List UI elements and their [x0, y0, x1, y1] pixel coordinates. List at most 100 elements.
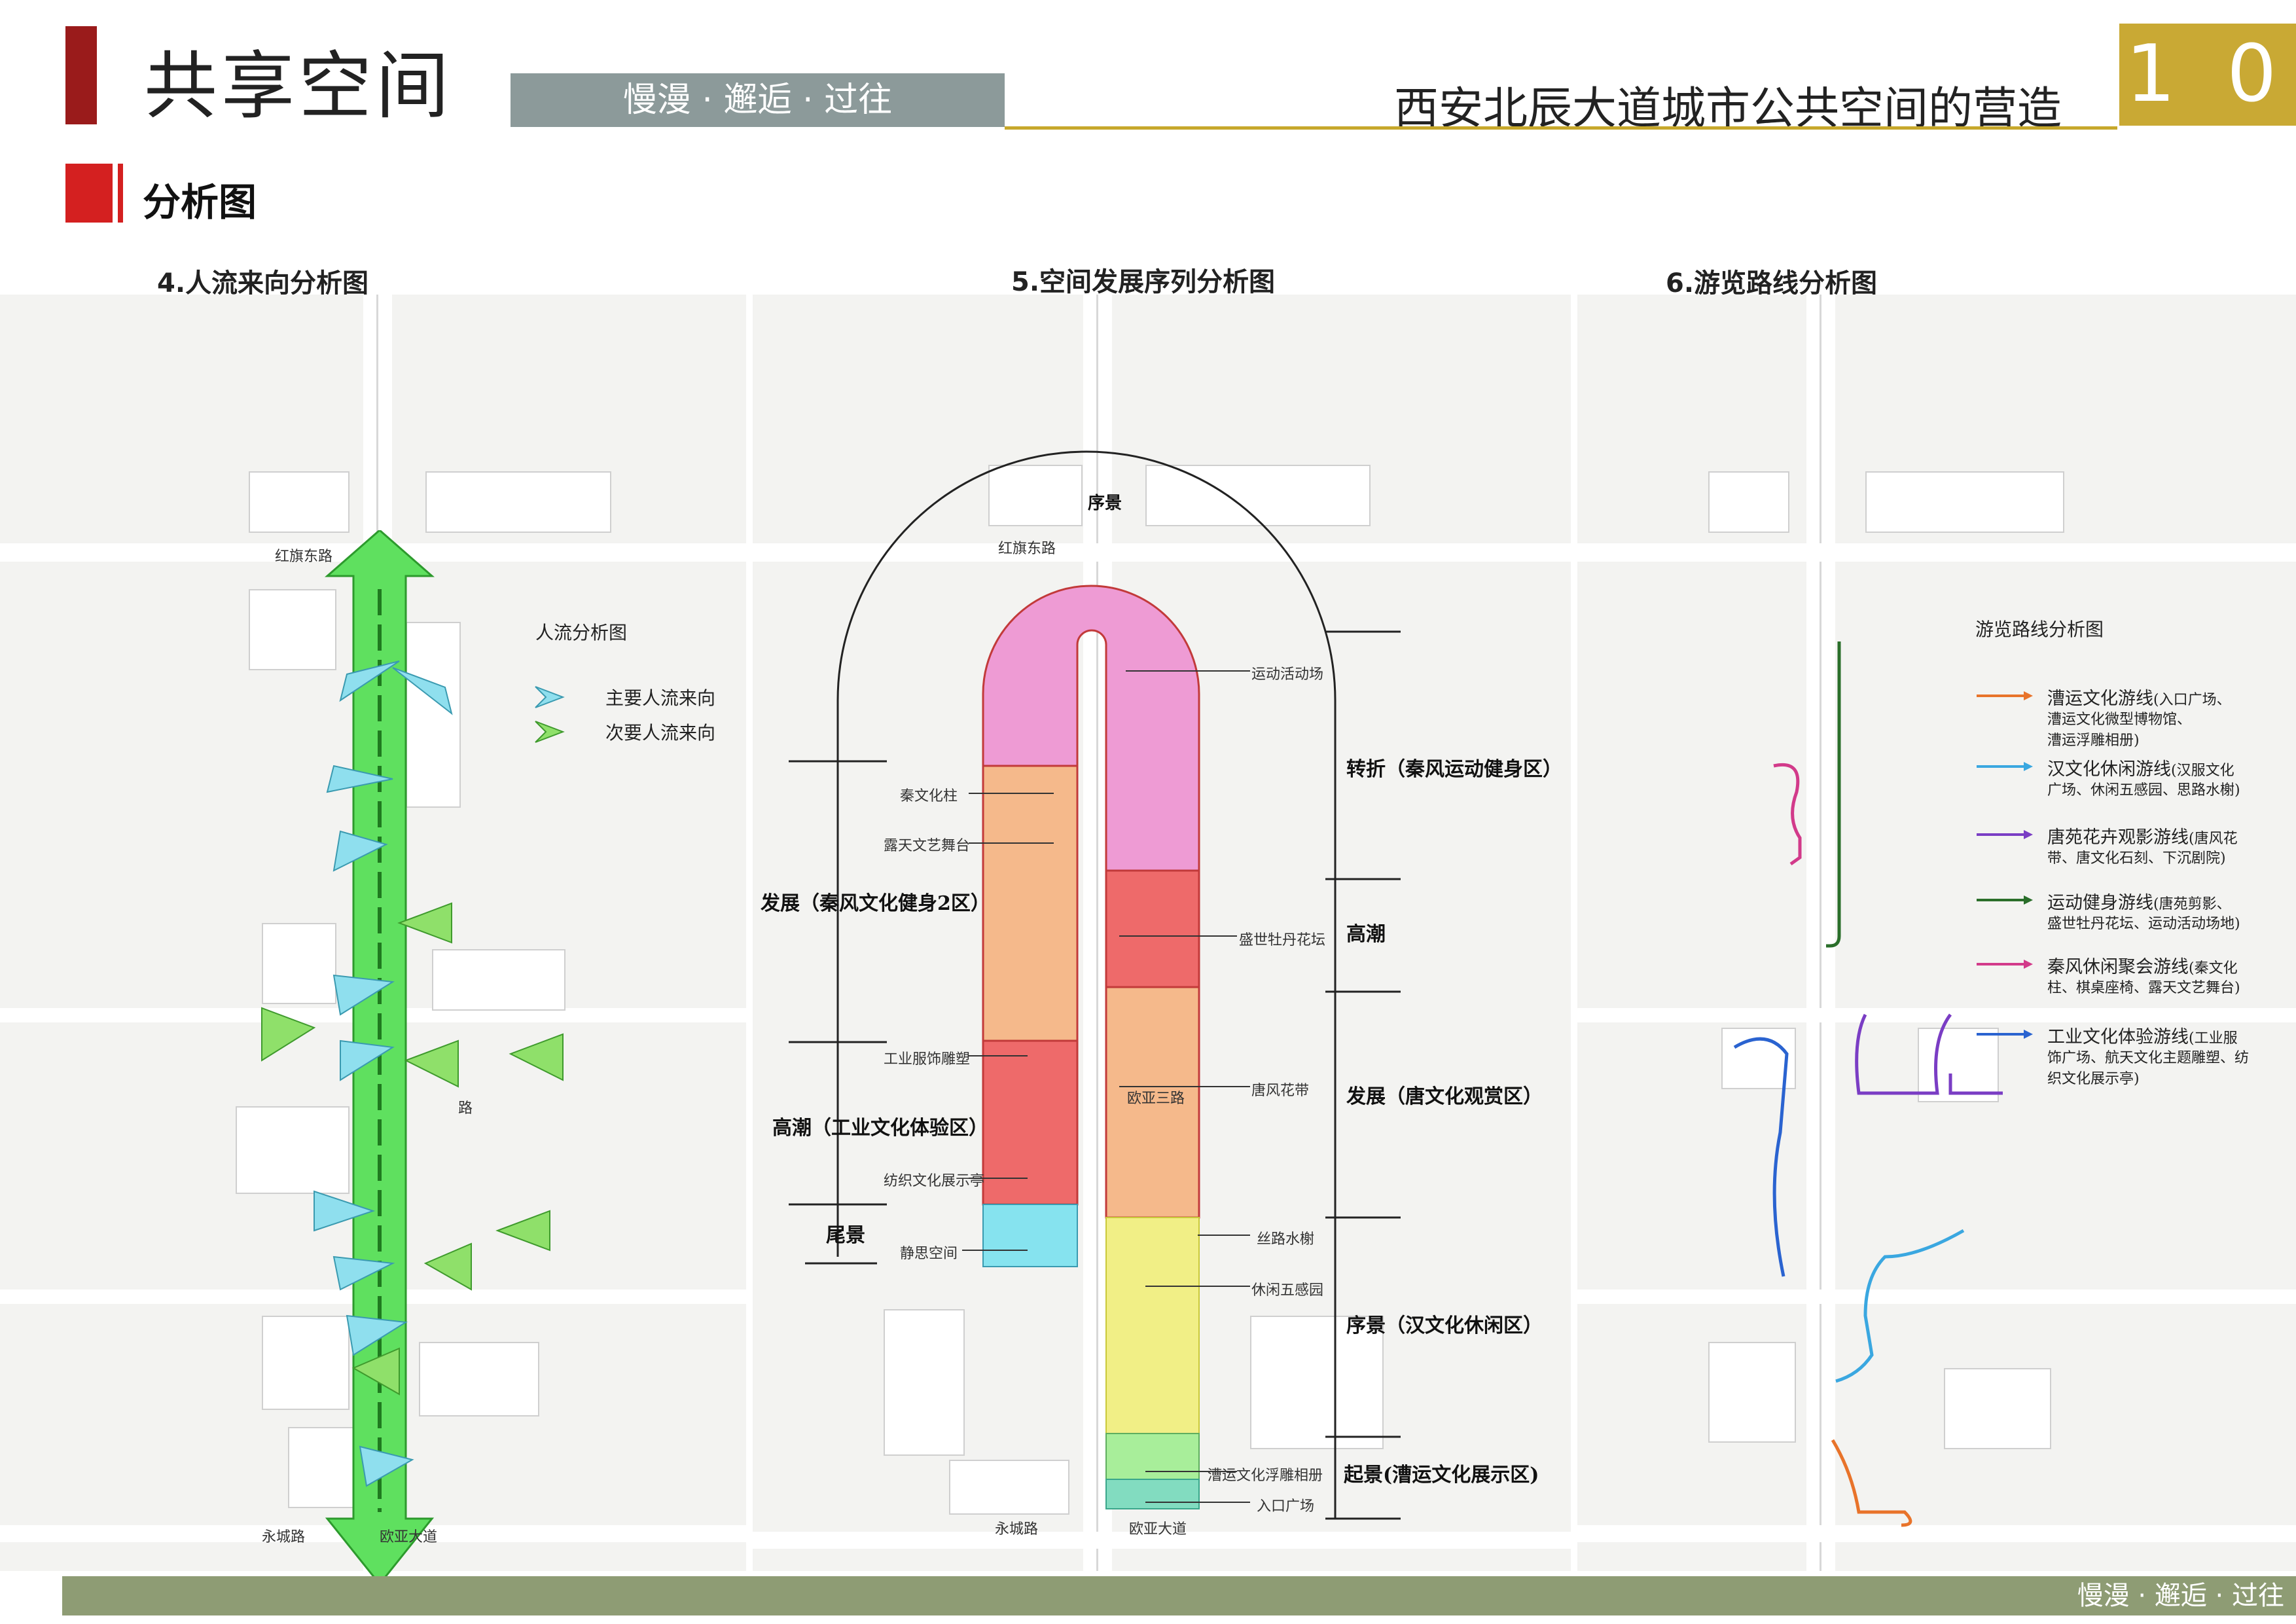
label-tail: 尾景 — [826, 1224, 865, 1247]
route-industrial — [1733, 1037, 1789, 1277]
road-label-mid: 路 — [458, 1100, 473, 1117]
feature-stage: 露天文艺舞台 — [884, 838, 971, 854]
building — [988, 465, 1083, 526]
feature-industrial: 工业服饰雕塑 — [884, 1051, 971, 1068]
road-label-top: 红旗东路 — [275, 549, 333, 565]
feature-peony: 盛世牡丹花坛 — [1239, 932, 1326, 948]
building — [1865, 471, 2064, 533]
route-detail: 盛世牡丹花坛、运动活动场地) — [2047, 916, 2240, 932]
flow-horns — [261, 660, 564, 1487]
footer-text: 慢漫 · 邂逅 · 过往 — [2077, 1581, 2284, 1611]
route-han — [1835, 1229, 1965, 1383]
label-development-right: 发展（唐文化观赏区） — [1346, 1085, 1543, 1108]
legend-primary: 主要人流来向 — [605, 687, 716, 709]
zone-orange-left — [982, 765, 1079, 1042]
feature-entrance: 入口广场 — [1257, 1498, 1315, 1515]
route-name: 工业文化体验游线 — [2047, 1027, 2189, 1047]
route-detail: (唐苑剪影、 — [2153, 896, 2231, 912]
panel1-map: 红旗东路 永城路 欧亚大道 路 人流分析图 主要人流来向 次要人流来向 — [0, 295, 746, 1586]
zone-red-right — [1105, 869, 1200, 988]
legend-title: 人流分析图 — [535, 622, 628, 643]
route-detail: (汉服文化 — [2171, 763, 2234, 779]
building — [1918, 1028, 1999, 1102]
route-arrow-icon — [1977, 960, 2033, 969]
prelude-label: 序景 — [1088, 494, 1122, 513]
feature-relief: 漕运文化浮雕相册 — [1208, 1468, 1323, 1484]
route-detail: 广场、休闲五感园、思路水榭) — [2047, 782, 2240, 799]
building — [262, 1316, 350, 1410]
road-label-mid: 欧亚三路 — [1127, 1091, 1185, 1107]
building — [1145, 465, 1371, 526]
route-arrow-icon — [1977, 1030, 2033, 1039]
zone-red-left — [982, 1039, 1079, 1206]
route-name: 运动健身游线 — [2047, 893, 2153, 913]
route-name: 汉文化休闲游线 — [2047, 759, 2171, 780]
building — [419, 1342, 539, 1416]
cross-road-bottom — [1577, 1525, 2296, 1542]
route-detail: 带、唐文化石刻、下沉剧院) — [2047, 850, 2226, 867]
road-label-bottom-left: 永城路 — [262, 1529, 306, 1545]
road-label-top: 红旗东路 — [998, 541, 1056, 557]
panel2-title: 5.空间发展序列分析图 — [1011, 267, 1276, 297]
road-label-bottom-right: 欧亚大道 — [1129, 1521, 1187, 1538]
sequence-diagram — [789, 450, 1401, 1520]
building — [1250, 1316, 1384, 1449]
route-qin — [1773, 763, 1802, 866]
avenue-centerline — [1096, 295, 1098, 1571]
avenue-centerline — [1820, 295, 1821, 1571]
panel3-map — [1577, 295, 2296, 1571]
feature-tang-belt: 唐风花带 — [1251, 1083, 1310, 1099]
feature-sports: 运动活动场 — [1251, 666, 1324, 683]
header-red-bar — [65, 26, 97, 124]
label-development-left: 发展（秦风文化健身2区） — [761, 892, 990, 915]
cross-road-top — [1577, 543, 2296, 562]
panel1-title: 4.人流来向分析图 — [157, 268, 369, 298]
primary-flow-icon — [535, 686, 565, 708]
page-title: 共享空间 — [144, 44, 453, 129]
route-tang — [1855, 1013, 2003, 1095]
route-detail: (工业服 — [2189, 1030, 2238, 1047]
route-legend-title: 游览路线分析图 — [1975, 619, 2104, 640]
route-detail: (秦文化 — [2189, 960, 2238, 977]
sequence-arc — [836, 450, 1336, 1519]
route-detail: (唐风花 — [2189, 831, 2238, 847]
zone-orange-right — [1105, 986, 1200, 1219]
subtitle: 慢漫 · 邂逅 · 过往 — [622, 81, 893, 120]
zone-teal — [1105, 1479, 1200, 1509]
route-name: 唐苑花卉观影游线 — [2047, 827, 2189, 848]
panel3-title: 6.游览路线分析图 — [1666, 268, 1878, 298]
label-prelude-right: 序景（汉文化休闲区） — [1346, 1314, 1543, 1337]
label-climax-left: 高潮（工业文化体验区） — [772, 1117, 988, 1140]
route-canal — [1831, 1439, 1912, 1527]
zone-green — [1105, 1433, 1200, 1480]
route-name: 秦风休闲聚会游线 — [2047, 957, 2189, 977]
route-detail: (入口广场、 — [2153, 692, 2231, 708]
building — [949, 1460, 1069, 1515]
feature-quiet: 静思空间 — [900, 1246, 958, 1262]
route-name: 漕运文化游线 — [2047, 689, 2153, 709]
feature-textile: 纺织文化展示亭 — [884, 1173, 985, 1189]
route-detail: 柱、棋桌座椅、露天文艺舞台) — [2047, 980, 2240, 996]
route-detail: 饰广场、航天文化主题雕塑、纺 — [2047, 1050, 2250, 1066]
label-climax-right: 高潮 — [1346, 923, 1386, 946]
route-detail: 漕运文化微型博物馆、 — [2047, 712, 2192, 728]
zone-cyan — [982, 1204, 1078, 1267]
building — [1944, 1368, 2051, 1449]
building — [884, 1309, 965, 1456]
route-detail: 漕运浮雕相册) — [2047, 732, 2140, 749]
secondary-flow-icon — [535, 721, 565, 743]
building — [432, 949, 565, 1011]
route-arrow-icon — [1977, 691, 2033, 700]
route-sport — [1826, 641, 1841, 948]
building — [262, 923, 336, 1004]
zone-pink — [982, 585, 1200, 872]
building — [406, 622, 461, 808]
building — [249, 589, 336, 670]
section-label: 分析图 — [143, 180, 257, 225]
building — [1708, 1342, 1796, 1443]
project-title: 西安北辰大道城市公共空间的营造 — [1394, 83, 2062, 135]
route-arrow-icon — [1977, 895, 2033, 905]
legend-secondary: 次要人流来向 — [605, 722, 716, 744]
building — [249, 471, 350, 533]
zone-yellow — [1105, 1217, 1200, 1434]
